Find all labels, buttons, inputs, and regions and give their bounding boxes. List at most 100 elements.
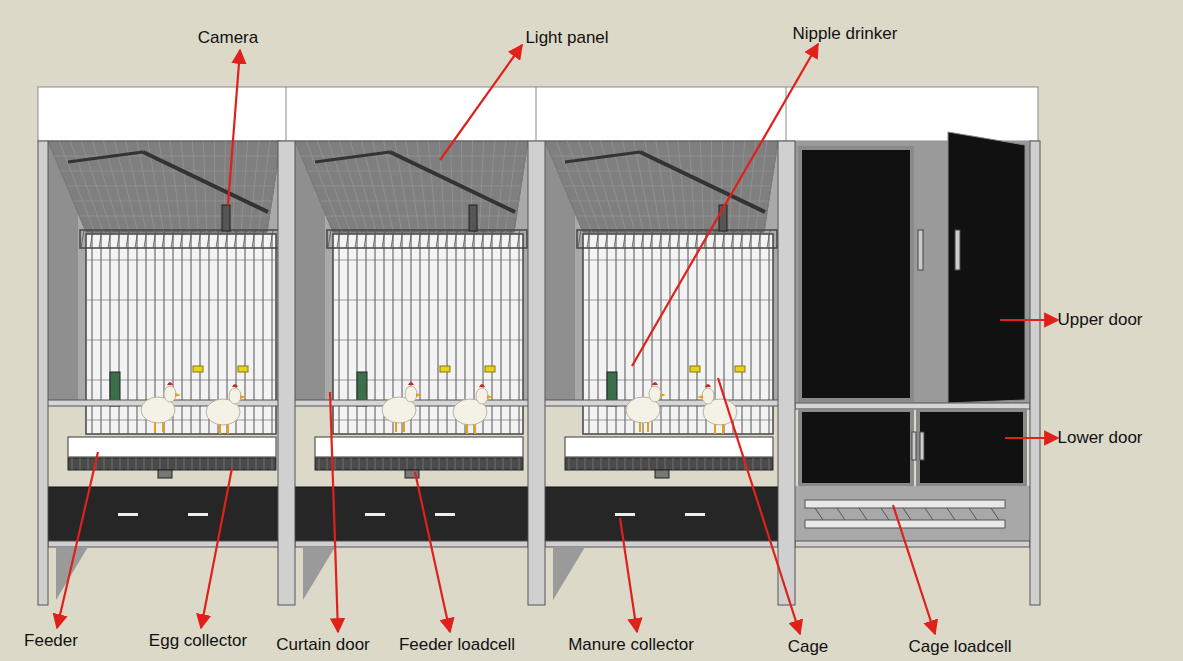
light-panel	[68, 152, 143, 162]
ceiling-mesh	[306, 141, 342, 232]
ceiling-mesh	[67, 186, 274, 187]
leader-arrow	[228, 50, 240, 205]
loadcell-strut	[837, 508, 845, 520]
camera	[222, 205, 230, 231]
base-rail	[295, 541, 528, 547]
part-label: Upper door	[1057, 311, 1142, 330]
ceiling-mesh	[480, 141, 484, 232]
shadow	[303, 547, 335, 600]
drawer-handle	[435, 513, 455, 516]
egg-tray-wire	[463, 458, 464, 470]
rail	[537, 400, 786, 406]
cage-wire	[243, 230, 246, 248]
egg-tray-wire	[224, 458, 225, 470]
ceiling-mesh	[317, 141, 350, 232]
egg-tray-wire	[503, 458, 504, 470]
cage-wire	[409, 230, 412, 248]
cage-wire	[270, 230, 273, 248]
egg-tray-wire	[569, 458, 570, 470]
cage-wire	[337, 230, 340, 248]
leader-arrow	[330, 392, 338, 632]
cage-wire	[463, 230, 466, 248]
cage-wire	[623, 230, 626, 248]
ceiling	[295, 141, 528, 232]
drawer-handle	[615, 513, 635, 516]
base-rail	[545, 541, 778, 547]
ceiling-mesh	[764, 141, 778, 232]
feeder-loadcell	[158, 470, 172, 478]
ceiling-mesh	[233, 141, 237, 232]
ceiling-mesh	[314, 186, 521, 187]
ceiling-mesh	[567, 141, 600, 232]
cage-wire	[740, 230, 743, 248]
ceiling-mesh	[738, 141, 745, 232]
cage-wire	[677, 230, 680, 248]
egg-tray-wire	[769, 458, 770, 470]
cage-wire	[153, 230, 156, 248]
egg-tray-wire	[240, 458, 241, 470]
hen-figure	[697, 384, 737, 434]
ceiling-mesh	[656, 141, 669, 232]
ceiling-mesh	[417, 141, 428, 232]
egg-tray-wire	[649, 458, 650, 470]
cage-wire	[686, 230, 689, 248]
ceiling-mesh	[505, 141, 517, 232]
egg-tray-wire	[431, 458, 432, 470]
egg-tray-wire	[168, 458, 169, 470]
cover-seam	[786, 87, 787, 141]
cage-wire	[333, 420, 523, 421]
cage-wire	[234, 230, 237, 248]
feeder	[315, 437, 523, 457]
ceiling-mesh	[730, 141, 734, 232]
egg-tray-wire	[593, 458, 594, 470]
ceiling-mesh	[577, 216, 767, 217]
feeder	[68, 437, 276, 457]
light-panel	[143, 152, 268, 212]
cage-wire	[198, 230, 201, 248]
ceiling-mesh	[667, 141, 678, 232]
loadcell-strut	[991, 508, 999, 520]
ceiling-mesh	[678, 141, 686, 232]
egg-tray-wire	[519, 458, 520, 470]
leader-arrow	[620, 518, 637, 632]
egg-tray-wire	[689, 458, 690, 470]
part-label: Manure collector	[568, 636, 694, 655]
cage-wire	[427, 230, 430, 248]
ceiling-mesh	[295, 141, 333, 232]
loadcell-strut	[903, 508, 911, 520]
ceiling-mesh	[327, 216, 517, 217]
cage-wire	[162, 230, 165, 248]
egg-tray-wire	[120, 458, 121, 470]
ceiling-mesh	[80, 216, 270, 217]
egg-tray-wire	[697, 458, 698, 470]
egg-collector	[565, 458, 773, 470]
cage-wire	[126, 230, 129, 248]
cage-wire	[659, 230, 662, 248]
egg-tray-wire	[343, 458, 344, 470]
part-label: Lower door	[1057, 429, 1142, 448]
cage-wire	[668, 230, 671, 248]
cage-wire	[333, 300, 523, 301]
cage-wire	[731, 230, 734, 248]
manure-collector	[545, 487, 778, 541]
nipple-drinker	[440, 366, 450, 372]
cage-wire	[650, 230, 653, 248]
egg-tray-wire	[152, 458, 153, 470]
egg-tray-wire	[585, 458, 586, 470]
ceiling-mesh	[250, 141, 259, 232]
ceiling-mesh	[558, 171, 774, 172]
cage-wire	[583, 300, 773, 301]
cage-wire	[583, 340, 773, 341]
part-label: Light panel	[525, 29, 608, 48]
egg-tray-wire	[609, 458, 610, 470]
ceiling-mesh	[61, 171, 277, 172]
cage-wire	[86, 300, 276, 301]
hen-figure	[141, 382, 181, 432]
cover-seam	[286, 87, 287, 141]
egg-tray-wire	[200, 458, 201, 470]
cage-wire	[583, 420, 773, 421]
frame-post	[528, 141, 545, 605]
ceiling-mesh	[551, 156, 775, 157]
egg-tray-wire	[641, 458, 642, 470]
cage-wire	[171, 230, 174, 248]
